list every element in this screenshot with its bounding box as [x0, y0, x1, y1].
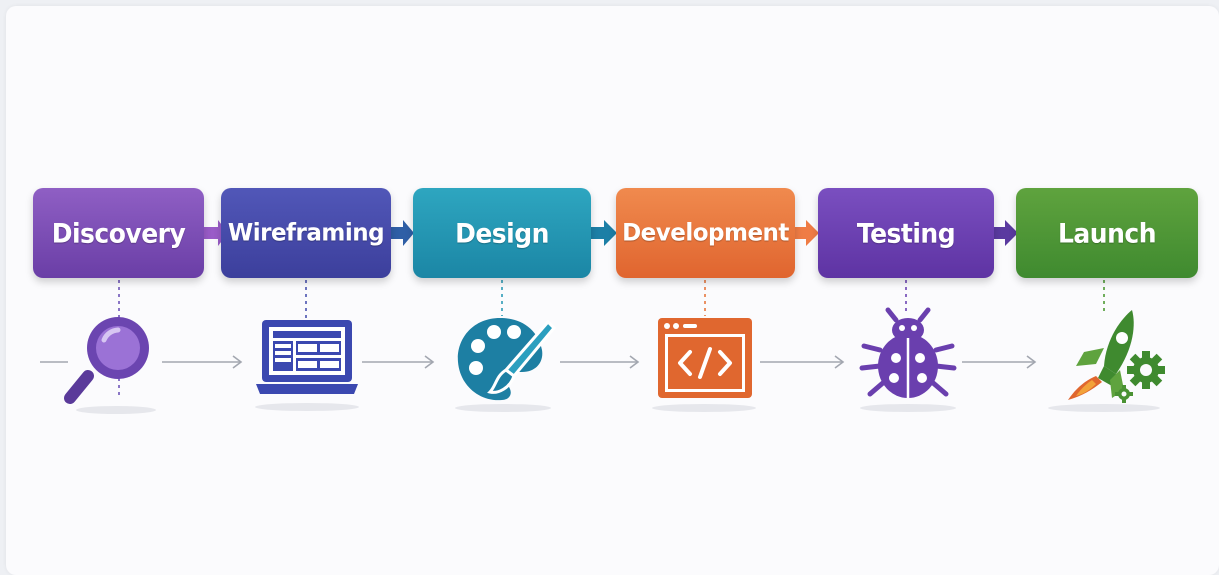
stage-launch: Launch — [1016, 188, 1198, 278]
stage-label: Wireframing — [227, 219, 385, 247]
stage-arrow — [591, 220, 617, 246]
stage-label: Development — [622, 219, 789, 247]
stage-testing: Testing — [818, 188, 994, 278]
stage-label: Design — [455, 217, 549, 249]
stage-label: Launch — [1057, 217, 1157, 249]
stage-label: Testing — [856, 217, 956, 249]
stage-wireframing: Wireframing — [221, 188, 391, 278]
rocket-gear-icon — [1068, 310, 1165, 403]
stage-development: Development — [616, 188, 795, 278]
laptop-wireframe-icon — [256, 320, 358, 394]
stage-design: Design — [413, 188, 591, 278]
stage-arrow — [391, 220, 414, 246]
stage-arrow — [994, 220, 1018, 246]
bug-icon — [859, 307, 957, 398]
flow-arrowhead — [232, 355, 243, 369]
magnifier-icon — [64, 317, 149, 404]
stage-arrow — [795, 220, 819, 246]
stage-label: Discovery — [51, 217, 186, 249]
code-window-icon — [658, 318, 752, 398]
stage-discovery: Discovery — [33, 188, 204, 278]
flow-arrowhead — [424, 355, 435, 369]
flow-arrowhead — [834, 355, 845, 369]
palette-brush-icon — [457, 318, 557, 401]
flow-arrowhead — [629, 355, 640, 369]
flow-arrowhead — [1026, 355, 1037, 369]
diagram-canvas — [6, 6, 1219, 575]
